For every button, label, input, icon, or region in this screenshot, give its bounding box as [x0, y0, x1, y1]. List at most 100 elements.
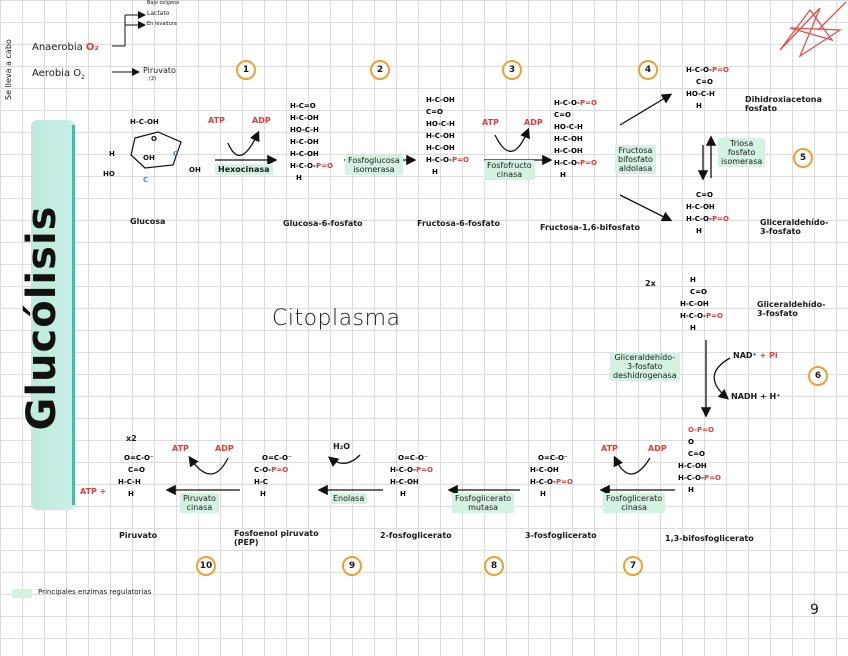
- svg-text:H-C-OH: H-C-OH: [426, 132, 455, 140]
- legend-label: Principales enzimas regulatorias: [38, 588, 152, 596]
- svg-text:H: H: [432, 168, 438, 176]
- svg-text:C=O: C=O: [688, 450, 705, 458]
- pg3-label: 3-fosfoglicerato: [525, 531, 597, 540]
- svg-text:H-C-O-P=O: H-C-O-P=O: [530, 478, 573, 486]
- svg-text:OH: OH: [143, 154, 155, 162]
- svg-text:O-P=O: O-P=O: [688, 426, 714, 434]
- atp-step3: ATP: [482, 118, 499, 127]
- svg-text:H-C-O-P=O: H-C-O-P=O: [290, 162, 333, 170]
- step-1-badge: 1: [236, 60, 256, 80]
- piruvato-label: Piruvato: [119, 531, 158, 540]
- svg-text:H-C-O-P=O: H-C-O-P=O: [426, 156, 469, 164]
- svg-text:H-C-OH: H-C-OH: [678, 462, 707, 470]
- svg-text:O=C-O⁻: O=C-O⁻: [398, 454, 428, 462]
- svg-text:OH: OH: [189, 166, 201, 174]
- svg-text:C=O: C=O: [426, 108, 443, 116]
- gap-label: Gliceraldehído- 3-fosfato: [760, 218, 829, 236]
- glucosa-structure: O H-C-OH H HO OH C C OH: [103, 118, 201, 184]
- svg-text:HO-C-H: HO-C-H: [290, 126, 319, 134]
- svg-text:H-C-O-P=O: H-C-O-P=O: [680, 312, 723, 320]
- branch-top: Bajo oxigeno: [147, 0, 180, 6]
- atp-step1: ATP: [208, 116, 225, 125]
- step-7-badge: 7: [623, 556, 643, 576]
- svg-text:H-C-OH: H-C-OH: [390, 478, 419, 486]
- two-x-label: 2x: [645, 279, 656, 288]
- svg-text:H: H: [260, 490, 266, 498]
- x2-label: x2: [126, 434, 137, 443]
- svg-text:O=C-O⁻: O=C-O⁻: [124, 454, 154, 462]
- svg-text:H-C-OH: H-C-OH: [130, 118, 159, 126]
- enzyme-fosfoglicerato-cinasa: Fosfoglicerato cinasa: [603, 493, 666, 513]
- atp-step10: ATP: [172, 444, 189, 453]
- svg-text:H-C-H: H-C-H: [118, 478, 141, 486]
- dhap-label: Dihidroxiacetona fosfato: [745, 95, 822, 113]
- dhap-structure: H-C-O-P=O C=O HO-C-H H: [686, 66, 729, 110]
- svg-text:H-C-O-P=O: H-C-O-P=O: [554, 159, 597, 167]
- glucosa-label: Glucosa: [130, 217, 166, 226]
- svg-text:H: H: [400, 490, 406, 498]
- g6p-label: Glucosa-6-fosfato: [283, 219, 363, 228]
- location-label: Citoplasma: [272, 306, 401, 331]
- svg-text:H: H: [296, 174, 302, 182]
- pep-structure: O=C-O⁻ C-O-P=O H-C H: [254, 454, 292, 498]
- bpg-structure: O-P=O O C=O H-C-OH H-C-O-P=O H: [678, 426, 721, 494]
- lactato-label: Lactato: [147, 10, 170, 17]
- adp-step1: ADP: [252, 116, 271, 125]
- svg-text:H-C-O-P=O: H-C-O-P=O: [686, 215, 729, 223]
- svg-text:H-C-O-P=O: H-C-O-P=O: [678, 474, 721, 482]
- svg-text:H: H: [690, 324, 696, 332]
- anaerobia-label: Anaerobia O₂: [32, 42, 99, 53]
- svg-text:C=O: C=O: [690, 288, 707, 296]
- f16bp-label: Fructosa-1,6-bifosfato: [540, 223, 641, 232]
- bpg-label: 1,3-bifosfoglicerato: [665, 534, 754, 543]
- enzyme-fosfofructo: Fosfofructo cinasa: [484, 160, 535, 180]
- svg-text:H: H: [560, 171, 566, 179]
- piruvato-header: Piruvato (2): [143, 66, 176, 83]
- g6p-structure: H-C=O H-C-OH HO-C-H H-C-OH H-C-OH H-C-O-…: [290, 102, 333, 182]
- pg3-structure: O=C-O⁻ H-C-OH H-C-O-P=O H: [530, 454, 573, 498]
- gap-structure: C=O H-C-OH H-C-O-P=O H: [686, 191, 729, 235]
- svg-text:HO-C-H: HO-C-H: [686, 90, 715, 98]
- svg-text:H-C-O-P=O: H-C-O-P=O: [554, 99, 597, 107]
- enzyme-hexocinasa: Hexocinasa: [215, 164, 273, 175]
- f6p-label: Fructosa-6-fosfato: [417, 219, 500, 228]
- svg-text:C=O: C=O: [696, 78, 713, 86]
- step-10-badge: 10: [196, 556, 216, 576]
- svg-text:C=O: C=O: [554, 111, 571, 119]
- title-line: [72, 125, 75, 505]
- svg-text:O: O: [688, 438, 694, 446]
- f16bp-structure: H-C-O-P=O C=O HO-C-H H-C-OH H-C-OH H-C-O…: [554, 99, 597, 179]
- pep-label: Fosfoenol piruvato (PEP): [234, 529, 319, 547]
- svg-text:HO: HO: [103, 170, 115, 178]
- svg-text:H-C-OH: H-C-OH: [290, 138, 319, 146]
- enzyme-piruvato-cinasa: Piruvato cinasa: [180, 493, 219, 513]
- svg-text:O: O: [151, 135, 157, 143]
- title-highlight: [31, 120, 75, 510]
- gap2-label: Gliceraldehído- 3-fosfato: [757, 300, 826, 318]
- svg-text:H-C-OH: H-C-OH: [290, 114, 319, 122]
- svg-text:H-C-OH: H-C-OH: [680, 300, 709, 308]
- svg-text:C: C: [143, 176, 148, 184]
- svg-text:HO-C-H: HO-C-H: [426, 120, 455, 128]
- svg-text:H: H: [696, 227, 702, 235]
- legend-swatch: [12, 589, 32, 598]
- step-2-badge: 2: [370, 60, 390, 80]
- svg-text:C=O: C=O: [696, 191, 713, 199]
- page-number: 9: [810, 602, 819, 618]
- svg-text:O=C-O⁻: O=C-O⁻: [262, 454, 292, 462]
- svg-text:H-C-OH: H-C-OH: [554, 135, 583, 143]
- svg-text:H: H: [109, 150, 115, 158]
- svg-text:H-C-O-P=O: H-C-O-P=O: [686, 66, 729, 74]
- enzyme-fosfoglicerato-mutasa: Fosfoglicerato mutasa: [452, 493, 515, 513]
- svg-text:H-C: H-C: [254, 478, 268, 486]
- svg-text:C-O-P=O: C-O-P=O: [254, 466, 288, 474]
- svg-text:O=C-O⁻: O=C-O⁻: [538, 454, 568, 462]
- adp-step3: ADP: [524, 118, 543, 127]
- svg-text:H-C-OH: H-C-OH: [530, 466, 559, 474]
- enzyme-gliceraldehido-dh: Gliceraldehído- 3-fosfato deshidrogenasa: [610, 352, 680, 381]
- svg-text:H-C-OH: H-C-OH: [554, 147, 583, 155]
- svg-text:H-C-O-P=O: H-C-O-P=O: [390, 466, 433, 474]
- enzyme-enolasa: Enolasa: [330, 493, 368, 504]
- gap2-structure: H C=O H-C-OH H-C-O-P=O H: [680, 276, 723, 332]
